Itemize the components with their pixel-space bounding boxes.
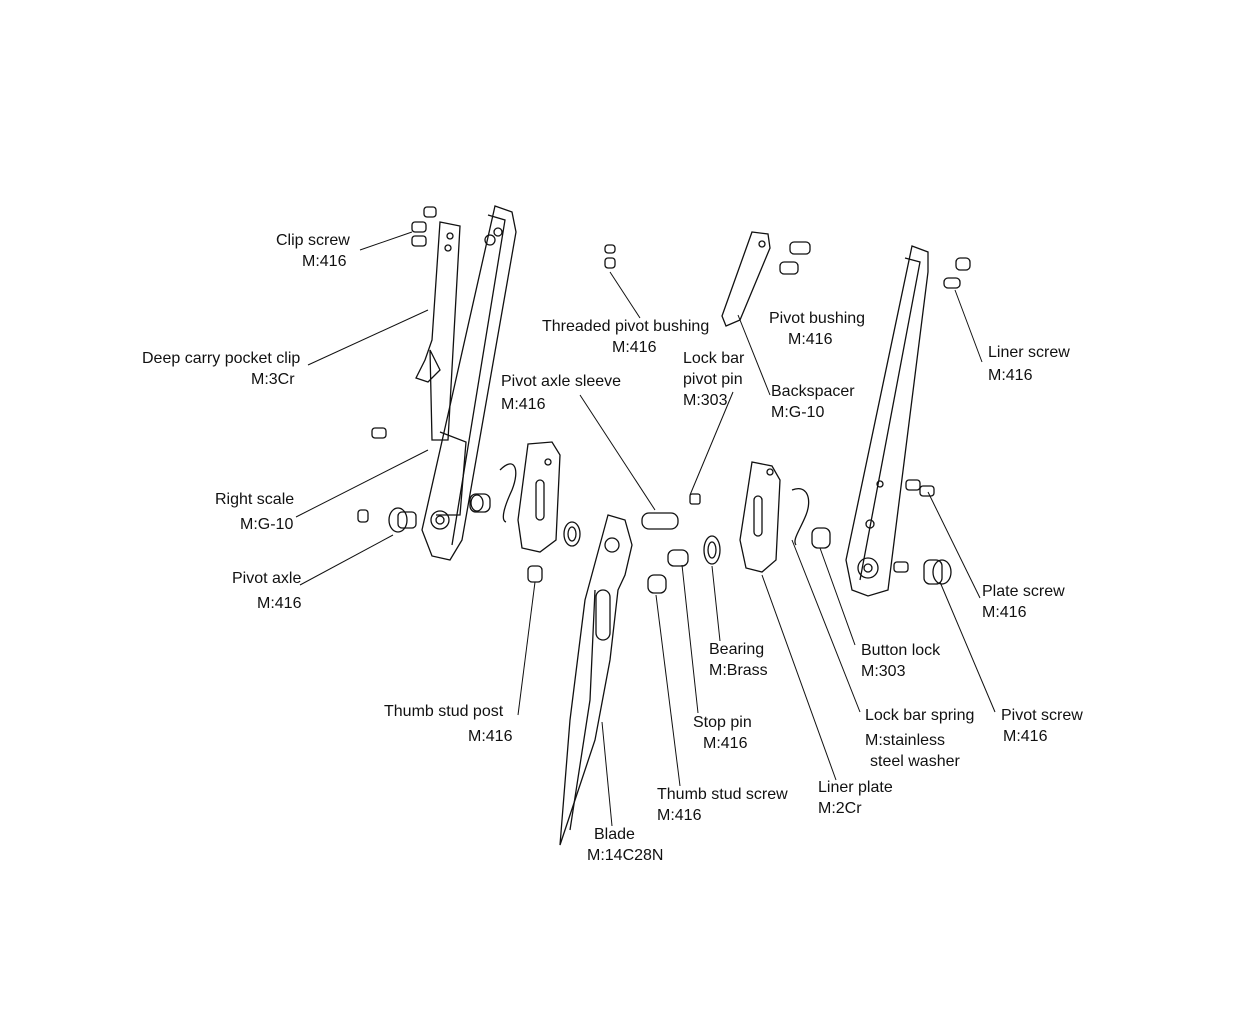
right-scale-shape xyxy=(421,205,517,561)
leader-threaded-pivot-bushing xyxy=(609,271,641,319)
part-name: Plate screw xyxy=(982,583,1065,600)
part-material: M:2Cr xyxy=(818,800,862,817)
part-material: M:14C28N xyxy=(587,847,664,864)
leader-clip-screw xyxy=(359,231,413,251)
part-material: M:416 xyxy=(982,604,1027,621)
part-name: Stop pin xyxy=(693,714,752,731)
part-material: M:416 xyxy=(468,728,513,745)
part-name: Button lock xyxy=(861,642,941,659)
leader-lock-bar-pivot-pin xyxy=(689,391,734,496)
leader-pivot-screw xyxy=(939,581,996,713)
part-name: Pivot axle sleeve xyxy=(501,373,622,390)
part-name: Thumb stud post xyxy=(384,703,504,720)
clip-screws-shape xyxy=(357,206,437,523)
left-liner-shape xyxy=(469,441,581,583)
part-name: Liner plate xyxy=(818,779,893,796)
liner-plate-shape xyxy=(739,461,831,573)
part-name: Liner screw xyxy=(988,344,1070,361)
part-material: M:303 xyxy=(861,663,906,680)
backspacer-shape xyxy=(721,231,811,327)
leader-blade xyxy=(601,721,613,827)
leader-stop-pin xyxy=(681,564,699,714)
leader-right-scale xyxy=(295,449,429,518)
leader-pivot-axle-sleeve xyxy=(579,394,656,511)
leader-bearing xyxy=(711,565,721,642)
part-name-cont: pivot pin xyxy=(683,371,743,388)
part-material: M:G-10 xyxy=(771,404,825,421)
part-material: M:416 xyxy=(788,331,833,348)
part-name: Deep carry pocket clip xyxy=(142,350,301,367)
leader-liner-screw xyxy=(954,289,983,363)
leader-button-lock xyxy=(819,547,856,646)
part-material: M:stainless xyxy=(865,732,946,749)
leader-backspacer xyxy=(737,314,771,396)
part-name: Thumb stud screw xyxy=(657,786,788,803)
small-parts-shape xyxy=(604,244,721,594)
part-material: M:416 xyxy=(703,735,748,752)
leader-pivot-axle xyxy=(299,534,394,586)
leader-lock-bar-spring xyxy=(791,539,861,713)
part-name: Clip screw xyxy=(276,232,350,249)
part-name: Pivot axle xyxy=(232,570,302,587)
leader-thumb-stud-post xyxy=(517,581,536,716)
part-name: Bearing xyxy=(709,641,765,658)
leader-thumb-stud-screw xyxy=(655,594,681,787)
part-name: Lock bar spring xyxy=(865,707,975,724)
leader-plate-screw xyxy=(927,491,981,599)
part-name: Right scale xyxy=(215,491,295,508)
part-name: Lock bar xyxy=(683,350,745,367)
part-material: M:416 xyxy=(657,807,702,824)
part-material: M:416 xyxy=(1003,728,1048,745)
part-name: Pivot screw xyxy=(1001,707,1083,724)
leader-liner-plate xyxy=(761,574,837,781)
leader-lines xyxy=(295,231,996,827)
part-material: M:416 xyxy=(302,253,347,270)
part-material: M:303 xyxy=(683,392,728,409)
part-name: Backspacer xyxy=(771,383,855,400)
part-name: Pivot bushing xyxy=(769,310,866,327)
part-material: M:416 xyxy=(612,339,657,356)
part-material: M:416 xyxy=(988,367,1033,384)
pivot-axle-shape xyxy=(388,507,417,533)
part-material: M:3Cr xyxy=(251,371,295,388)
leader-pocket-clip xyxy=(307,309,429,366)
part-material: M:Brass xyxy=(709,662,768,679)
part-material: M:416 xyxy=(257,595,302,612)
blade-shape xyxy=(559,514,633,846)
pocket-clip-shape xyxy=(415,221,467,516)
part-name: Blade xyxy=(594,826,635,843)
part-material-detail: steel washer xyxy=(870,753,960,770)
right-handle-shape xyxy=(845,245,971,597)
part-material: M:416 xyxy=(501,396,546,413)
part-material: M:G-10 xyxy=(240,516,294,533)
part-name: Threaded pivot bushing xyxy=(542,318,710,335)
